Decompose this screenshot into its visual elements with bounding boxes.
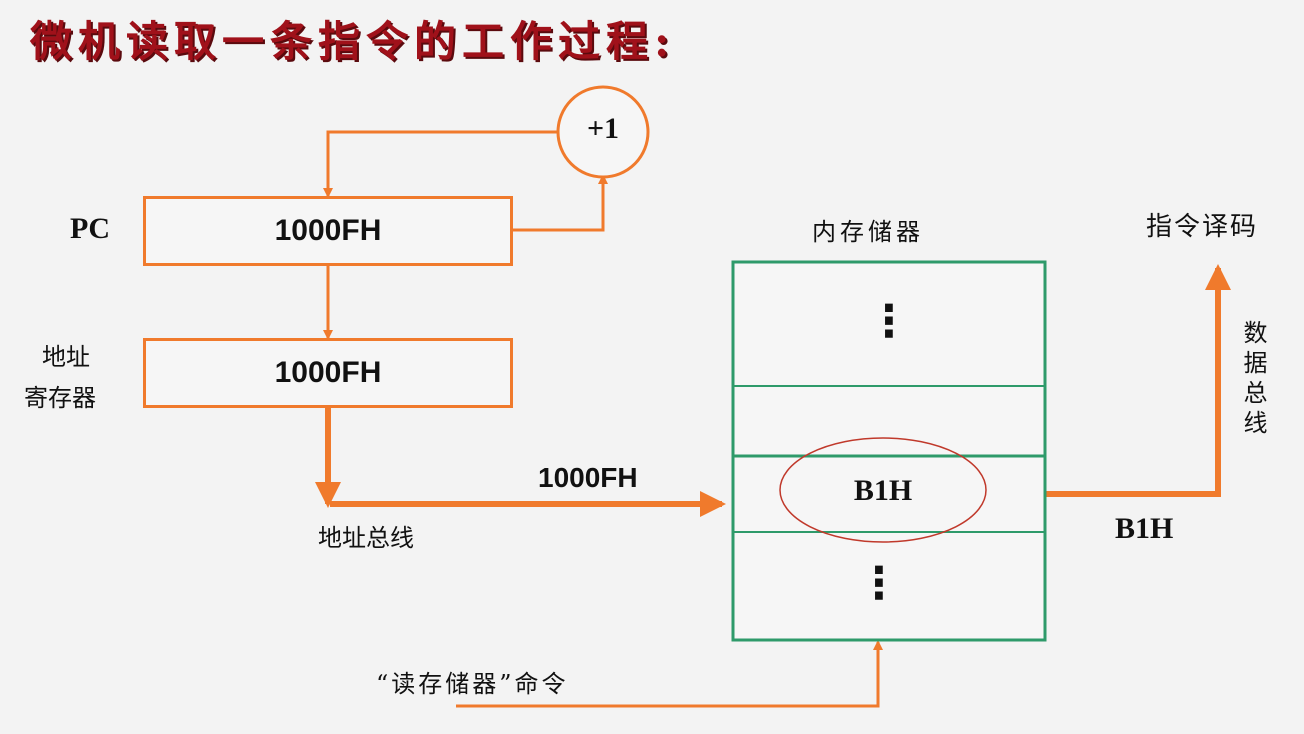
- address-bus-value: 1000FH: [538, 462, 638, 493]
- memory-cell-top: ⋮: [867, 296, 911, 347]
- read-command-label: “读存储器”命令: [376, 670, 569, 698]
- decode-label: 指令译码: [1146, 212, 1259, 242]
- data-bus-label: 数据总线: [1239, 320, 1267, 440]
- increment-label: +1: [586, 112, 620, 145]
- address-register-label-line1: 地址: [42, 343, 90, 371]
- memory-cell-b1h: B1H: [853, 474, 913, 507]
- memory-label: 内存储器: [812, 218, 924, 246]
- address-register-value: 1000FH: [274, 356, 382, 389]
- data-bus-arrow: [1046, 264, 1231, 497]
- address-register: 1000FH: [143, 338, 513, 408]
- memory-highlight-ellipse: [779, 437, 987, 543]
- pc-value: 1000FH: [274, 214, 382, 247]
- address-bus-label: 地址总线: [318, 524, 414, 552]
- increment-feedback-arrow: [323, 130, 557, 198]
- pc-to-increment-arrow: [512, 174, 608, 232]
- pc-register: 1000FH: [143, 196, 513, 266]
- address-register-label-line2: 寄存器: [24, 384, 96, 412]
- page-title: 微机读取一条指令的工作过程:: [30, 17, 676, 66]
- data-bus-value: B1H: [1115, 512, 1174, 545]
- read-command-arrow: [456, 640, 883, 708]
- increment-circle: [556, 85, 650, 179]
- memory-cell-bottom: ⋮: [857, 558, 901, 609]
- pc-label: PC: [70, 212, 110, 245]
- memory-block: [731, 260, 1047, 642]
